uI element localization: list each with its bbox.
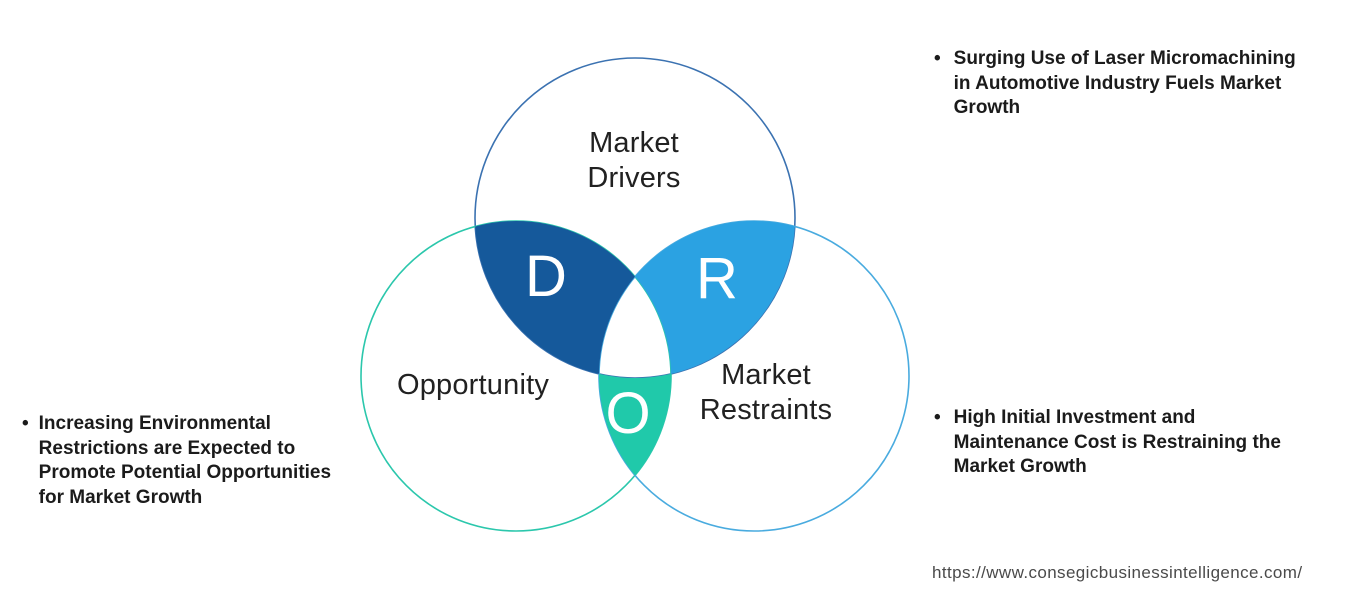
restraints-petal-letter: R	[696, 245, 738, 311]
bullet-marker: •	[22, 413, 29, 434]
drivers-circle-label: Market Drivers	[587, 127, 681, 194]
drivers-petal	[361, 221, 671, 531]
restraint-bullet-item: • High Initial Investment and Maintenanc…	[934, 406, 1344, 480]
bullet-marker: •	[934, 48, 941, 69]
source-url: https://www.consegicbusinessintelligence…	[932, 563, 1303, 582]
drivers-petal-letter: D	[525, 243, 567, 309]
restraint-bullet-text: High Initial Investment and Maintenance …	[953, 407, 1281, 477]
opportunity-bullet-text: Increasing Environmental Restrictions ar…	[38, 413, 332, 508]
opportunity-circle-label: Opportunity	[396, 369, 550, 401]
driver-bullet-text: Surging Use of Laser Micromachining in A…	[953, 48, 1296, 118]
bullet-marker: •	[934, 407, 941, 428]
opportunity-petal-letter: O	[605, 380, 651, 446]
driver-bullet-item: • Surging Use of Laser Micromachining in…	[934, 47, 1344, 121]
opportunity-petal	[599, 221, 909, 531]
restraints-circle-label: Market Restraints	[699, 359, 833, 426]
opportunity-bullet-item: • Increasing Environmental Restrictions …	[22, 412, 367, 510]
